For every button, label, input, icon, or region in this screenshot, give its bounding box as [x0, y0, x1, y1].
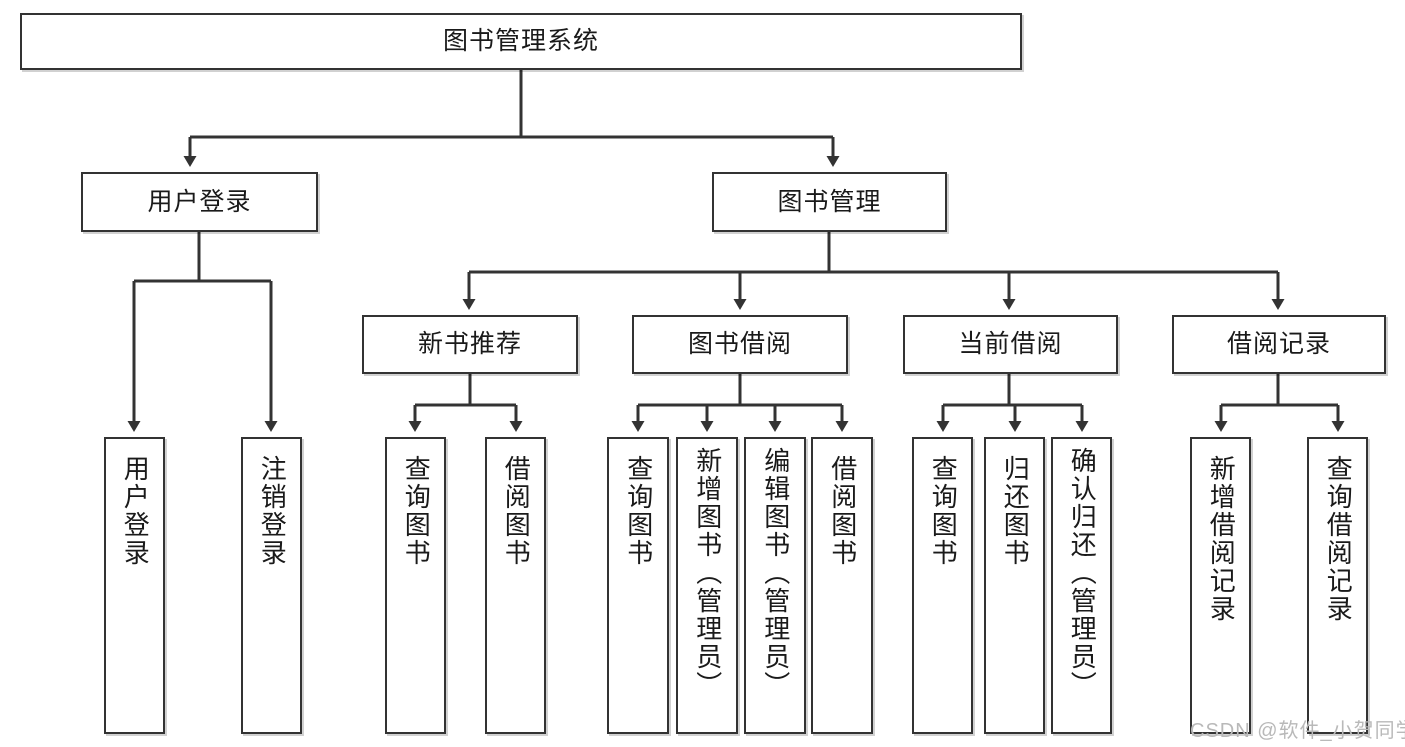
node-user-login-label: 用户登录: [147, 187, 252, 216]
node-new-book-recommend[interactable]: 新书推荐: [362, 315, 578, 374]
node-leaf-user-login-label: 用户登录: [120, 455, 151, 567]
node-book-borrow[interactable]: 图书借阅: [632, 315, 848, 374]
node-leaf-edit-book[interactable]: 编辑图书（管理员）: [744, 437, 806, 734]
watermark: CSDN @软件_小贺同学: [1190, 720, 1405, 742]
node-leaf-query-book-bb[interactable]: 查询图书: [607, 437, 669, 734]
node-leaf-query-book-bb-label: 查询图书: [623, 455, 654, 567]
node-leaf-query-book-nbr-label: 查询图书: [401, 455, 432, 567]
node-root-label: 图书管理系统: [442, 27, 599, 55]
node-leaf-query-record[interactable]: 查询借阅记录: [1307, 437, 1368, 734]
node-user-login[interactable]: 用户登录: [81, 172, 318, 232]
node-borrow-record-label: 借阅记录: [1226, 330, 1331, 358]
node-leaf-borrow-book-bb-label: 借阅图书: [827, 455, 858, 567]
node-leaf-user-login[interactable]: 用户登录: [104, 437, 165, 734]
node-leaf-add-book[interactable]: 新增图书（管理员）: [676, 437, 738, 734]
node-leaf-query-book-cb-label: 查询图书: [928, 455, 959, 567]
node-leaf-return-book[interactable]: 归还图书: [984, 437, 1045, 734]
node-leaf-query-book-cb[interactable]: 查询图书: [912, 437, 973, 734]
node-leaf-return-book-label: 归还图书: [1000, 455, 1031, 567]
node-borrow-record[interactable]: 借阅记录: [1172, 315, 1386, 374]
node-leaf-add-record[interactable]: 新增借阅记录: [1190, 437, 1251, 734]
node-book-manage-label: 图书管理: [777, 187, 882, 216]
node-current-borrow-label: 当前借阅: [958, 330, 1063, 358]
node-leaf-edit-book-label: 编辑图书（管理员）: [760, 447, 791, 699]
node-root[interactable]: 图书管理系统: [20, 13, 1022, 70]
node-current-borrow[interactable]: 当前借阅: [903, 315, 1118, 374]
node-leaf-borrow-book-nbr[interactable]: 借阅图书: [485, 437, 546, 734]
node-leaf-logout[interactable]: 注销登录: [241, 437, 302, 734]
node-leaf-borrow-book-bb[interactable]: 借阅图书: [811, 437, 873, 734]
node-leaf-confirm-return-label: 确认归还（管理员）: [1067, 447, 1098, 699]
node-leaf-borrow-book-nbr-label: 借阅图书: [501, 455, 532, 567]
node-book-borrow-label: 图书借阅: [687, 330, 792, 358]
node-leaf-add-record-label: 新增借阅记录: [1206, 455, 1237, 623]
node-leaf-add-book-label: 新增图书（管理员）: [692, 447, 723, 699]
node-leaf-confirm-return[interactable]: 确认归还（管理员）: [1051, 437, 1112, 734]
node-leaf-query-record-label: 查询借阅记录: [1323, 455, 1354, 623]
node-leaf-query-book-nbr[interactable]: 查询图书: [385, 437, 446, 734]
node-leaf-logout-label: 注销登录: [257, 455, 288, 567]
node-book-manage[interactable]: 图书管理: [712, 172, 947, 232]
node-new-book-recommend-label: 新书推荐: [417, 330, 522, 358]
